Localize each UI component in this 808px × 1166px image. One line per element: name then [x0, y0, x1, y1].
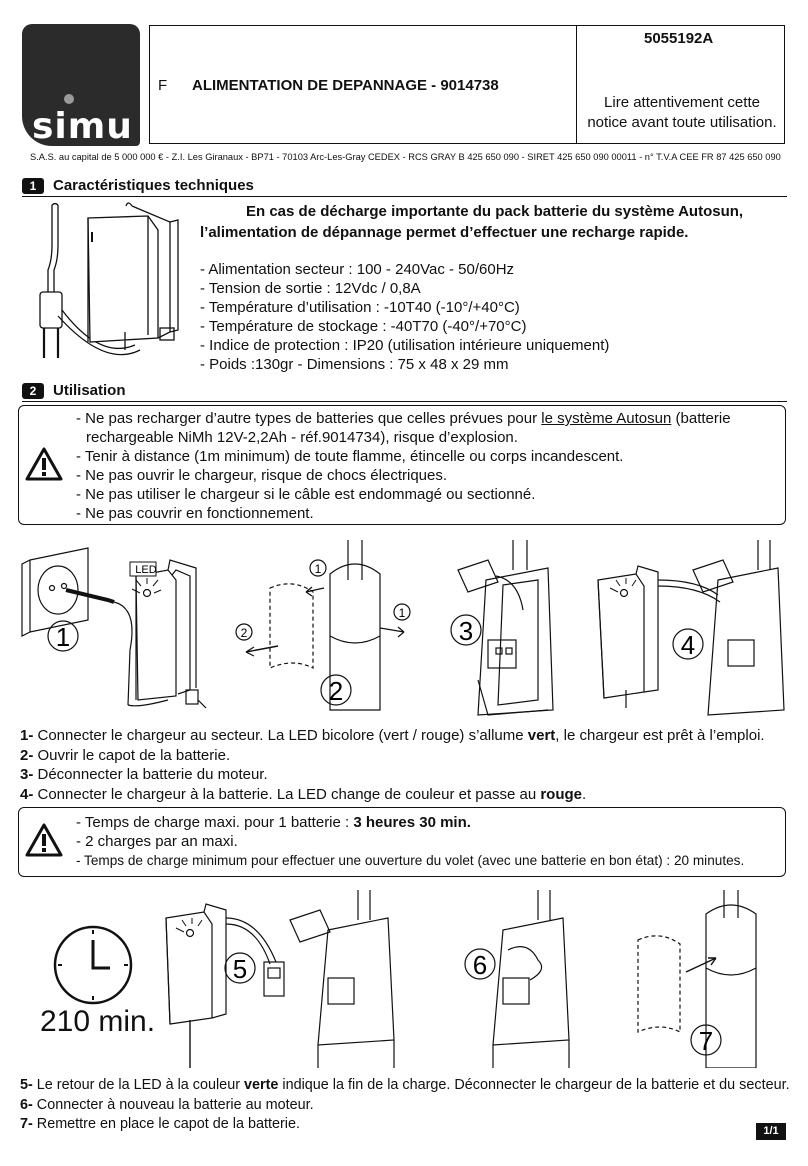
- step-5: 5- Le retour de la LED à la couleur vert…: [20, 1077, 790, 1093]
- logo-text: simu: [32, 106, 133, 147]
- section-1-intro: En cas de décharge importante du pack ba…: [200, 203, 744, 241]
- warning-triangle-icon: [25, 823, 63, 857]
- step-2: 2- Ouvrir le capot de la batterie.: [20, 746, 231, 764]
- step-4: 4- Connecter le chargeur à la batterie. …: [20, 785, 587, 803]
- warning-triangle-icon: [25, 447, 63, 481]
- document-title: ALIMENTATION DE DEPANNAGE - 9014738: [192, 77, 499, 94]
- simu-logo: simu: [22, 24, 140, 147]
- read-first-notice: Lire attentivement cette notice avant to…: [587, 94, 777, 131]
- figure-4-number: 4: [681, 630, 695, 660]
- warning-item: rechargeable NiMh 12V-2,2Ah - réf.901473…: [86, 429, 518, 446]
- charge-duration: 210 min.: [40, 1005, 156, 1038]
- warning-item: - Ne pas couvrir en fonctionnement.: [76, 505, 314, 522]
- charge-time-box: [18, 807, 786, 877]
- charge-item: - Temps de charge maxi. pour 1 batterie …: [76, 814, 471, 831]
- legal-line: S.A.S. au capital de 5 000 000 € - Z.I. …: [30, 152, 781, 162]
- steps-1-4: 1- Connecter le chargeur au secteur. La …: [20, 726, 765, 804]
- safety-warning-box: [18, 405, 786, 525]
- figure-7-number: 7: [699, 1026, 713, 1056]
- steps-5-7-illustration: 5 6 7: [53, 890, 757, 1068]
- section-2-title: Utilisation: [53, 382, 126, 399]
- section-1-number: 1: [22, 178, 44, 194]
- figure-3-number: 3: [459, 616, 473, 646]
- section-2-number: 2: [22, 383, 44, 399]
- warning-item: - Ne pas utiliser le chargeur si le câbl…: [76, 486, 536, 503]
- charge-item: - 2 charges par an maxi.: [76, 833, 238, 850]
- page-number: 1/1: [756, 1123, 786, 1140]
- spec-item: - Température d’utilisation : -10T40 (-1…: [200, 299, 520, 316]
- warning-item: - Ne pas ouvrir le chargeur, risque de c…: [76, 467, 448, 484]
- step-6: 6- Connecter à nouveau la batterie au mo…: [20, 1096, 314, 1113]
- spec-item: - Poids :130gr - Dimensions : 75 x 48 x …: [200, 356, 509, 373]
- spec-item: - Indice de protection : IP20 (utilisati…: [200, 337, 610, 354]
- warning-item: - Tenir à distance (1m minimum) de toute…: [76, 448, 624, 465]
- figure-1-number: 1: [56, 622, 70, 652]
- charge-item: - Temps de charge minimum pour effectuer…: [76, 853, 745, 868]
- arrow-label: 1: [399, 606, 406, 620]
- spec-list: - Alimentation secteur : 100 - 240Vac - …: [200, 260, 609, 374]
- charger-illustration: [39, 202, 179, 358]
- step-3: 3- Déconnecter la batterie du moteur.: [20, 766, 268, 783]
- led-label: LED: [135, 564, 156, 576]
- spec-item: - Tension de sortie : 12Vdc / 0,8A: [200, 280, 421, 297]
- safety-warning-list: - Ne pas recharger d’autre types de batt…: [76, 409, 731, 523]
- step-7: 7- Remettre en place le capot de la batt…: [20, 1116, 300, 1132]
- steps-5-7: 5- Le retour de la LED à la couleur vert…: [20, 1076, 790, 1135]
- section-1-title: Caractéristiques techniques: [53, 177, 254, 194]
- arrow-label: 1: [315, 562, 322, 576]
- language-code: F: [158, 77, 168, 94]
- document-reference: 5055192A: [644, 30, 714, 47]
- step-1: 1- Connecter le chargeur au secteur. La …: [20, 727, 765, 744]
- figure-5-number: 5: [233, 954, 247, 984]
- steps-1-4-illustration: LED 1 2 3 4 1 1 2: [21, 540, 785, 716]
- warning-item: - Ne pas recharger d’autre types de batt…: [76, 410, 731, 427]
- spec-item: - Température de stockage : -40T70 (-40°…: [200, 318, 527, 335]
- header-box: [149, 25, 785, 144]
- figure-2-number: 2: [329, 676, 343, 706]
- arrow-label: 2: [241, 626, 248, 640]
- figure-6-number: 6: [473, 950, 487, 980]
- spec-item: - Alimentation secteur : 100 - 240Vac - …: [200, 261, 515, 278]
- charge-time-list: - Temps de charge maxi. pour 1 batterie …: [76, 813, 744, 870]
